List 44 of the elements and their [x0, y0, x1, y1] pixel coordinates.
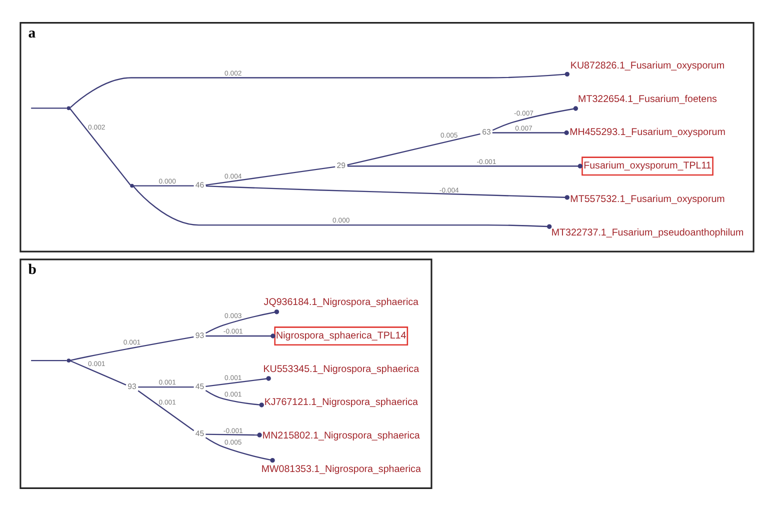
connector	[206, 166, 336, 186]
connector	[134, 184, 194, 186]
node-text: KJ767121.1_Nigrospora_sphaerica	[264, 396, 418, 408]
node-text: 45	[195, 381, 204, 390]
node-text: MH455293.1_Fusarium_oxysporum	[570, 126, 726, 138]
connector	[347, 132, 480, 166]
connector	[492, 130, 569, 135]
node-text: 93	[195, 330, 204, 340]
connector	[205, 389, 264, 407]
connector	[347, 163, 582, 168]
node-text: 93	[128, 381, 136, 390]
node-text: MT557532.1_Fusarium_oxysporum	[570, 193, 725, 204]
connector	[206, 376, 271, 387]
connector	[206, 309, 280, 334]
connector	[70, 108, 131, 185]
node-point	[130, 183, 134, 188]
connector	[138, 390, 194, 431]
connector	[132, 185, 552, 228]
node-text: MT322654.1_Fusarium_foetens	[578, 93, 717, 104]
node-point	[66, 358, 71, 362]
node-box: Nigrospora_sphaerica_TPL14	[274, 326, 408, 345]
connector	[206, 432, 262, 437]
node-text: 45	[195, 428, 204, 438]
connector	[31, 107, 67, 108]
node-text: JQ936184.1_Nigrospora_sphaerica	[264, 296, 418, 308]
node-text: MT322737.1_Fusarium_pseudoanthophilum	[551, 226, 744, 238]
node-text: 46	[195, 180, 204, 190]
connector	[70, 336, 194, 361]
node-point	[66, 106, 71, 110]
connector	[206, 333, 276, 338]
node-text: MN215802.1_Nigrospora_sphaerica	[262, 430, 420, 442]
node-text: 63	[482, 127, 491, 136]
connector	[206, 184, 570, 200]
node-box: Fusarium_oxysporum_TPL11	[582, 156, 714, 176]
connector	[70, 71, 570, 108]
node-text: KU553345.1_Nigrospora_sphaerica	[263, 363, 420, 374]
node-text: 29	[336, 160, 346, 170]
connector	[492, 106, 578, 130]
node-text: MW081353.1_Nigrospora_sphaerica	[261, 464, 421, 475]
connector	[205, 436, 275, 462]
connector	[70, 360, 126, 385]
connector	[138, 386, 194, 388]
node-text: KU872826.1_Fusarium_oxysporum	[570, 60, 725, 71]
connector	[31, 359, 67, 361]
